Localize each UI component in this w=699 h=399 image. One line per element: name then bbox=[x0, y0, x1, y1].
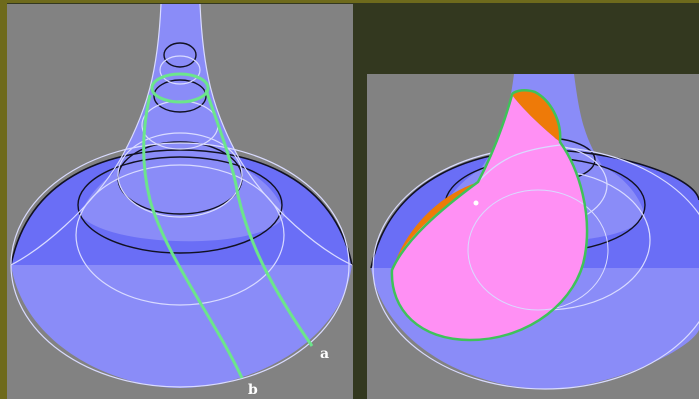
green-loop bbox=[150, 72, 210, 104]
surface-base-light bbox=[11, 265, 352, 388]
white-meridian-left bbox=[10, 4, 162, 266]
white-point-marker bbox=[473, 200, 479, 206]
black-circle-mid bbox=[77, 156, 283, 254]
top-border-strip bbox=[0, 0, 699, 3]
white-line-over-pink bbox=[477, 144, 561, 183]
white-circle-in-pink bbox=[467, 189, 609, 311]
right-figure-panel bbox=[367, 74, 699, 399]
white-circle-mid bbox=[75, 164, 285, 306]
green-curve-b bbox=[142, 94, 244, 379]
green-boundary bbox=[390, 89, 589, 342]
white-circle-upper bbox=[117, 132, 243, 218]
black-circle-neck bbox=[153, 79, 207, 113]
black-circle-top bbox=[163, 42, 197, 68]
white-meridian-right bbox=[199, 4, 353, 266]
label-b: b bbox=[248, 382, 258, 398]
black-rim-circle bbox=[10, 149, 353, 266]
left-surface-svg: a b bbox=[10, 4, 353, 398]
orange-region-top bbox=[512, 90, 561, 142]
left-border-strip bbox=[0, 0, 7, 399]
left-figure-panel: a b bbox=[7, 4, 353, 399]
pink-region bbox=[391, 95, 588, 340]
right-surface-svg bbox=[370, 74, 699, 390]
label-a: a bbox=[320, 346, 329, 362]
white-circle-top bbox=[159, 55, 201, 85]
green-curve-a bbox=[204, 89, 314, 347]
